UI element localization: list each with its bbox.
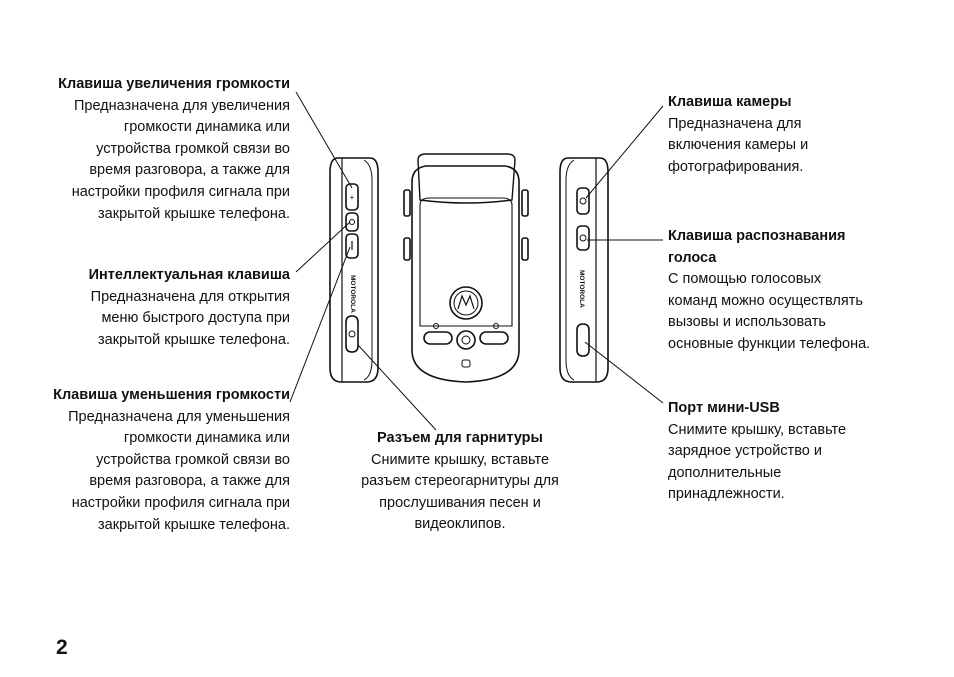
nav-key[interactable] <box>456 330 476 350</box>
callout-volume-up: Клавиша увеличения громкости Предназначе… <box>40 74 290 225</box>
volume-up-key[interactable] <box>345 183 359 211</box>
callout-camera: Клавиша камеры Предназначена для включен… <box>668 92 918 178</box>
headset-jack <box>345 315 359 353</box>
callout-volume-down-title: Клавиша уменьшения громкости <box>53 387 290 403</box>
camera-key[interactable] <box>576 187 590 215</box>
callout-volume-up-body: Предназначена для увеличения громкости д… <box>71 97 290 222</box>
right-soft-key[interactable] <box>479 331 509 345</box>
voice-key[interactable] <box>576 225 590 251</box>
page-number: 2 <box>56 636 68 659</box>
callout-volume-up-title: Клавиша увеличения громкости <box>58 76 290 92</box>
callout-voice-title: Клавиша распознавания голоса <box>668 228 846 266</box>
left-soft-key[interactable] <box>423 331 453 345</box>
mini-usb-port <box>576 323 590 357</box>
leader-lines <box>289 91 664 431</box>
phone-right-side-view: MOTOROLA <box>559 157 609 383</box>
screen-area <box>419 197 513 327</box>
callout-headset: Разъем для гарнитуры Снимите крышку, вст… <box>330 428 590 536</box>
callout-camera-body: Предназначена для включения камеры и фот… <box>668 115 809 175</box>
callout-usb-title: Порт мини-USB <box>668 400 780 416</box>
phone-front-view <box>403 153 529 383</box>
callout-smart-key-body: Предназначена для открытия меню быстрого… <box>90 288 290 348</box>
callout-voice-body: С помощью голосовых команд можно осущест… <box>668 271 871 352</box>
volume-down-key[interactable] <box>345 233 359 259</box>
brand-logo-right: MOTOROLA <box>578 270 585 308</box>
callout-volume-down: Клавиша уменьшения громкости Предназначе… <box>40 385 290 536</box>
callout-headset-body: Снимите крышку, вставьте разъем стереога… <box>361 451 559 533</box>
callout-usb-body: Снимите крышку, вставьте зарядное устрой… <box>668 421 847 503</box>
svg-text:+: + <box>350 193 355 202</box>
smart-key[interactable] <box>345 212 359 232</box>
callout-voice: Клавиша распознавания голоса С помощью г… <box>668 226 918 356</box>
callout-camera-title: Клавиша камеры <box>668 94 792 110</box>
brand-logo-left: MOTOROLA <box>349 275 356 313</box>
callout-headset-title: Разъем для гарнитуры <box>377 430 543 446</box>
callout-usb: Порт мини-USB Снимите крышку, вставьте з… <box>668 398 918 506</box>
phone-left-side-view: + MOTOROLA <box>329 157 379 383</box>
callout-volume-down-body: Предназначена для уменьшения громкости д… <box>68 408 290 533</box>
motorola-logo <box>449 286 483 320</box>
callout-smart-key: Интеллектуальная клавиша Предназначена д… <box>40 265 290 351</box>
callout-smart-key-title: Интеллектуальная клавиша <box>88 267 290 283</box>
